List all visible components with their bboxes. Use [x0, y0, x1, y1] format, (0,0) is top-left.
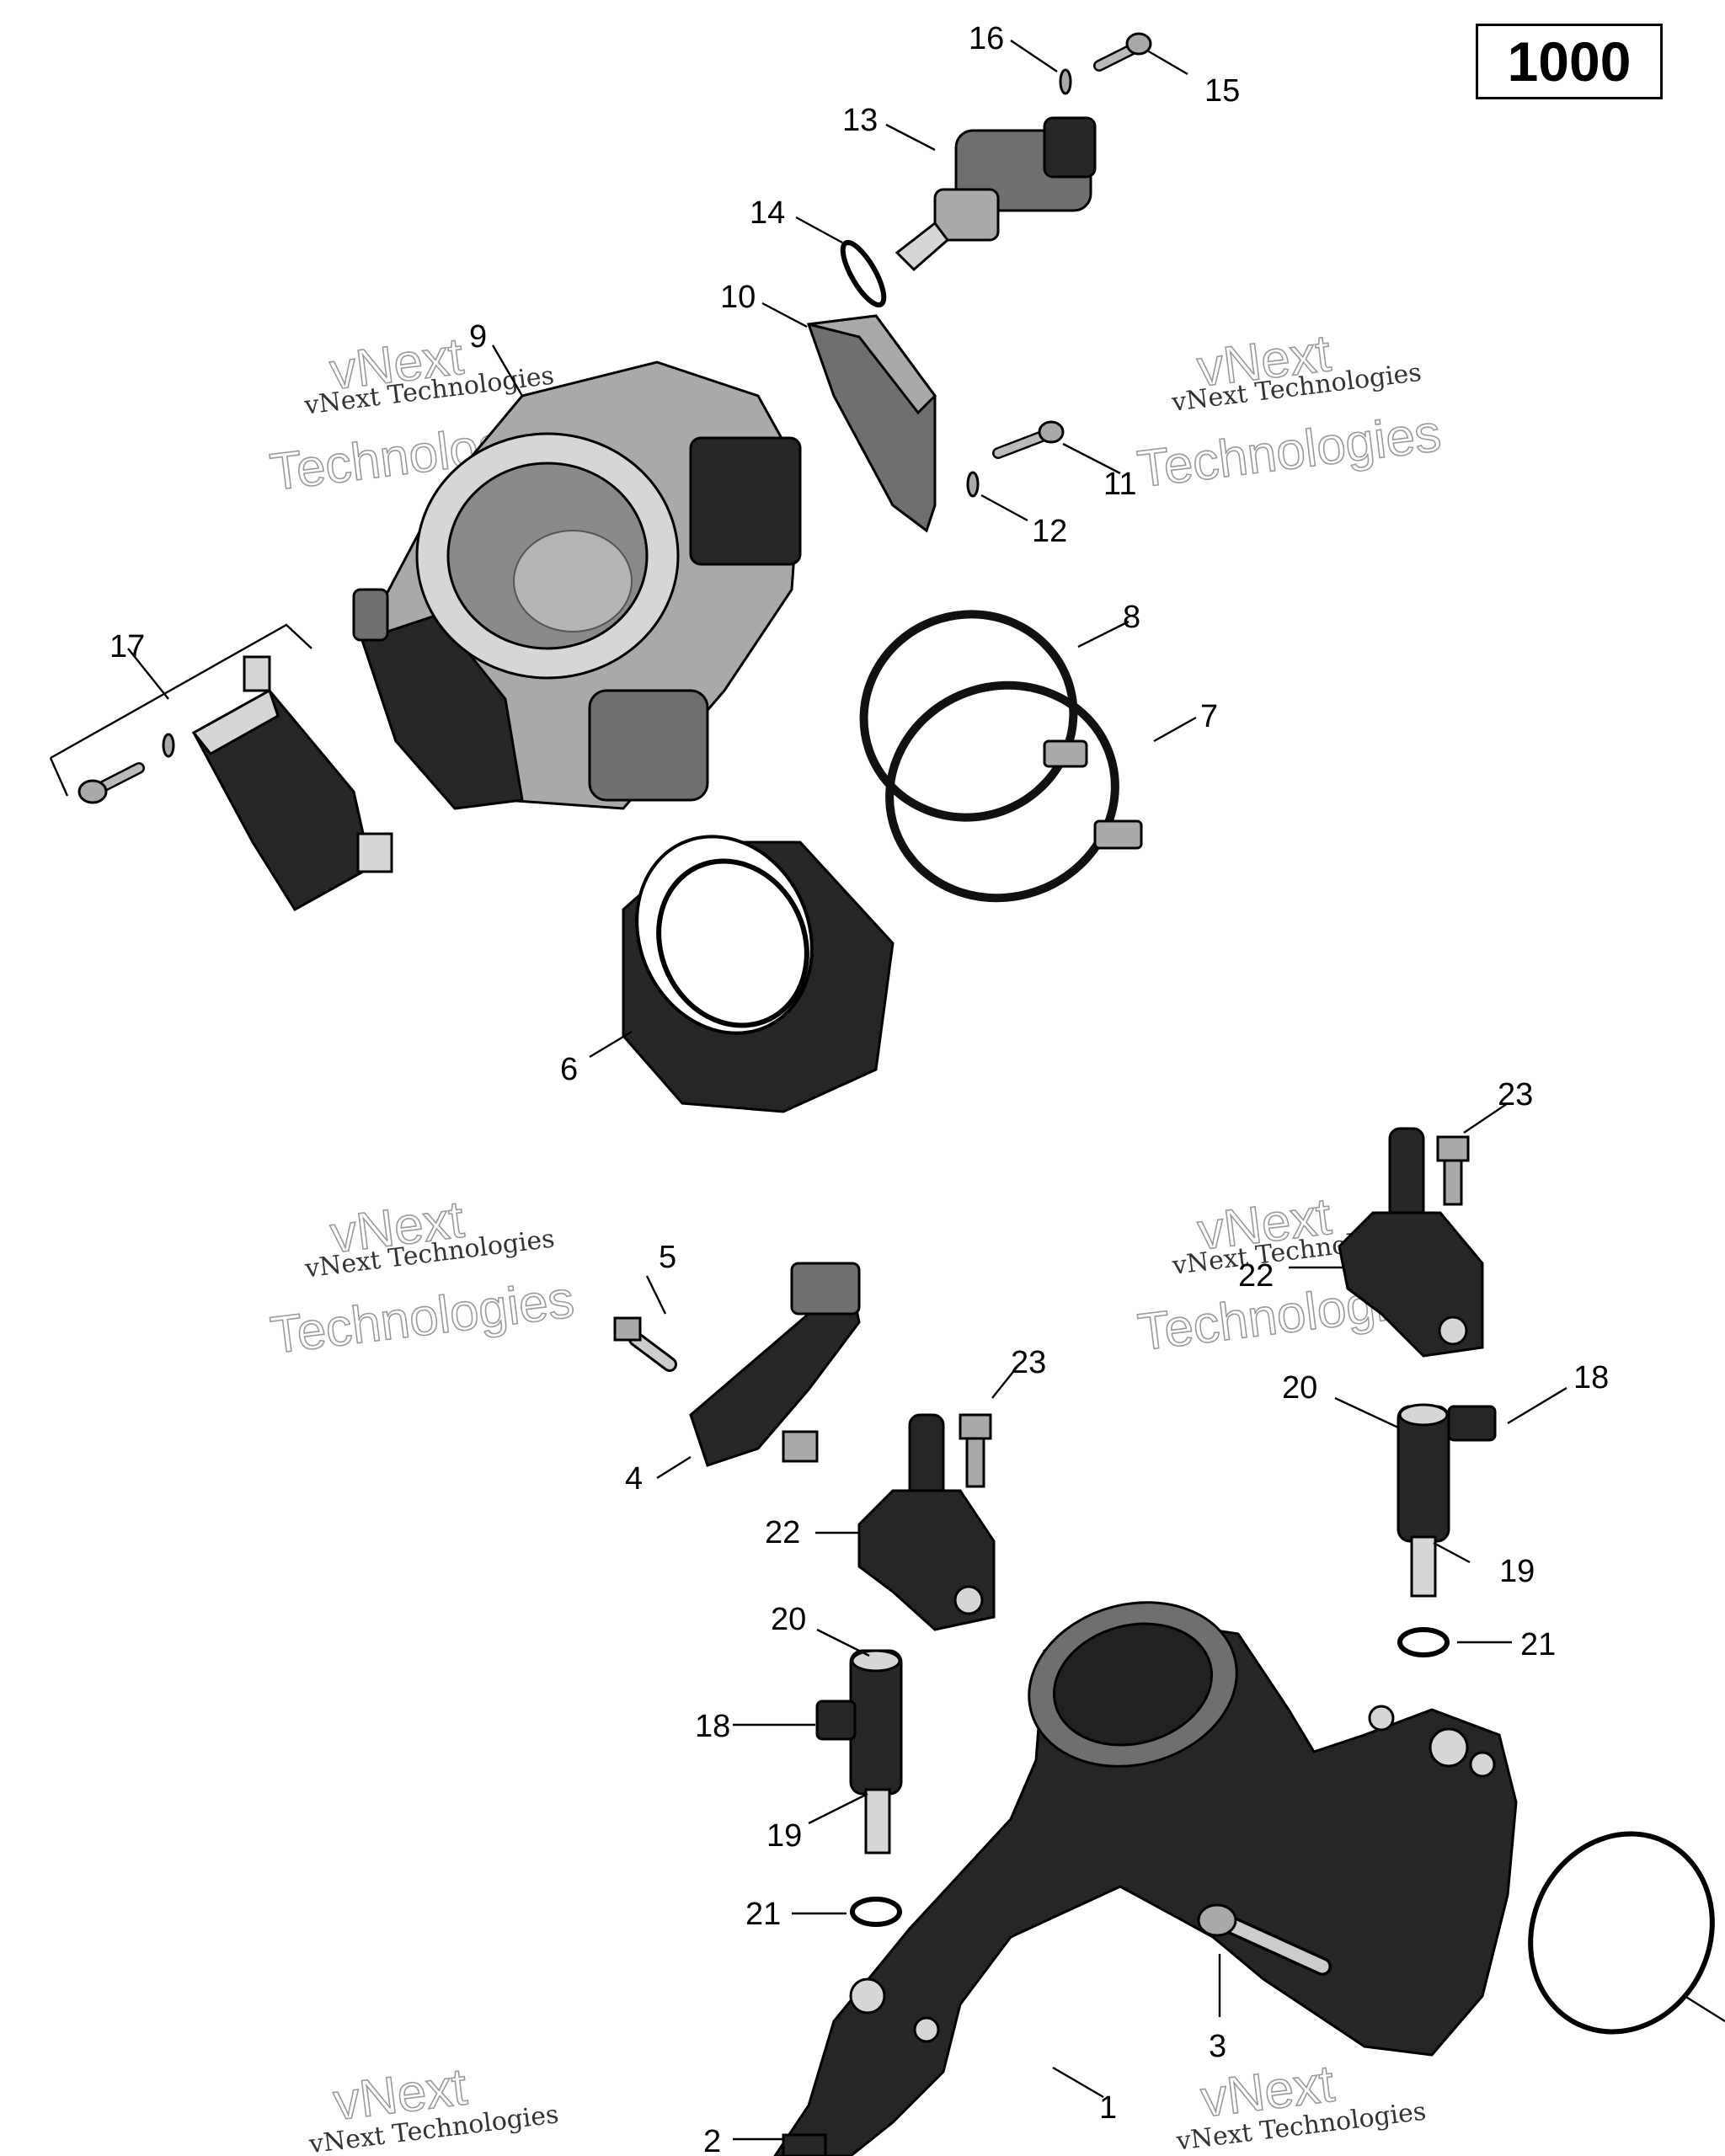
- washer-16: [1059, 68, 1072, 95]
- screw-17: [77, 762, 145, 804]
- callout-6: 6: [560, 1052, 578, 1087]
- callout-2: 2: [703, 2124, 721, 2156]
- watermark-3: vNext vNext Technologies Technologies: [267, 1190, 578, 1366]
- callout-13: 13: [842, 103, 878, 138]
- adapter-plate: [806, 314, 937, 533]
- bolt-5: [613, 1316, 677, 1372]
- callout-22-middle: 22: [765, 1515, 800, 1550]
- callout-23-right: 23: [1498, 1077, 1533, 1113]
- callout-12: 12: [1032, 514, 1067, 549]
- watermark-text: Technologies: [1135, 404, 1445, 499]
- o-ring-21-right: [1397, 1627, 1450, 1657]
- callout-numbers: 16 15 13 14 10 9 11 12 8 7 17 6 5 4 23 2…: [109, 21, 1609, 2156]
- rubber-adapter: [622, 835, 895, 1113]
- clamp-7: [885, 680, 1143, 903]
- leader-lines: [49, 40, 1725, 2141]
- screw-11: [992, 420, 1065, 459]
- callout-4: 4: [625, 1461, 643, 1497]
- watermark-5: vNext vNext Technologies: [307, 2057, 560, 2156]
- callout-16: 16: [969, 21, 1004, 56]
- callout-19-right: 19: [1499, 1554, 1535, 1589]
- fuel-rail-middle: [857, 1413, 996, 1631]
- fuel-rail-right: [1338, 1127, 1484, 1358]
- callout-1: 1: [1099, 2090, 1117, 2126]
- screw-15: [1093, 32, 1152, 72]
- bolt-23-right: [1436, 1135, 1470, 1206]
- callout-18-right: 18: [1573, 1360, 1609, 1396]
- callout-20-left: 20: [771, 1602, 806, 1637]
- callout-21-right: 21: [1520, 1627, 1556, 1662]
- o-ring-21-left: [850, 1897, 902, 1927]
- bolt-23-middle: [959, 1413, 992, 1488]
- callout-14: 14: [750, 195, 785, 231]
- engine-size-badge: 1000: [1476, 24, 1663, 99]
- callout-22-right: 22: [1238, 1258, 1274, 1294]
- map-sensor: [689, 1262, 861, 1467]
- bolt-3: [1197, 1903, 1332, 1976]
- sensor-cover: [191, 655, 393, 912]
- o-ring-14: [840, 239, 887, 308]
- callout-18-left: 18: [695, 1709, 730, 1744]
- fuel-injector-left: [815, 1649, 903, 1854]
- throttle-body: [352, 360, 802, 810]
- watermark-2: vNext vNext Technologies Technologies: [1134, 323, 1445, 499]
- callout-19-left: 19: [766, 1818, 802, 1854]
- washer-17: [162, 733, 175, 758]
- idle-air-valve: [895, 116, 1097, 272]
- watermark-6: vNext vNext Technologies: [1174, 2054, 1428, 2156]
- callout-9: 9: [469, 319, 487, 355]
- callout-5: 5: [659, 1240, 676, 1275]
- callout-15: 15: [1204, 73, 1240, 109]
- callout-17: 17: [109, 629, 145, 664]
- gasket-2: [782, 2133, 827, 2156]
- watermark-text: Technologies: [268, 1270, 578, 1365]
- callout-7: 7: [1200, 699, 1218, 734]
- callout-20-right: 20: [1282, 1370, 1317, 1406]
- callout-3: 3: [1209, 2029, 1226, 2064]
- intake-manifold: [773, 1601, 1518, 2156]
- callout-8: 8: [1123, 600, 1140, 635]
- callout-10: 10: [720, 280, 756, 315]
- callout-21-left: 21: [745, 1897, 781, 1932]
- callout-11: 11: [1103, 467, 1136, 502]
- callout-23-middle: 23: [1011, 1345, 1046, 1380]
- clamp-8: [859, 610, 1088, 822]
- large-o-ring: [1528, 1831, 1715, 2035]
- fuel-injector-right: [1397, 1403, 1497, 1598]
- washer-12: [966, 471, 980, 498]
